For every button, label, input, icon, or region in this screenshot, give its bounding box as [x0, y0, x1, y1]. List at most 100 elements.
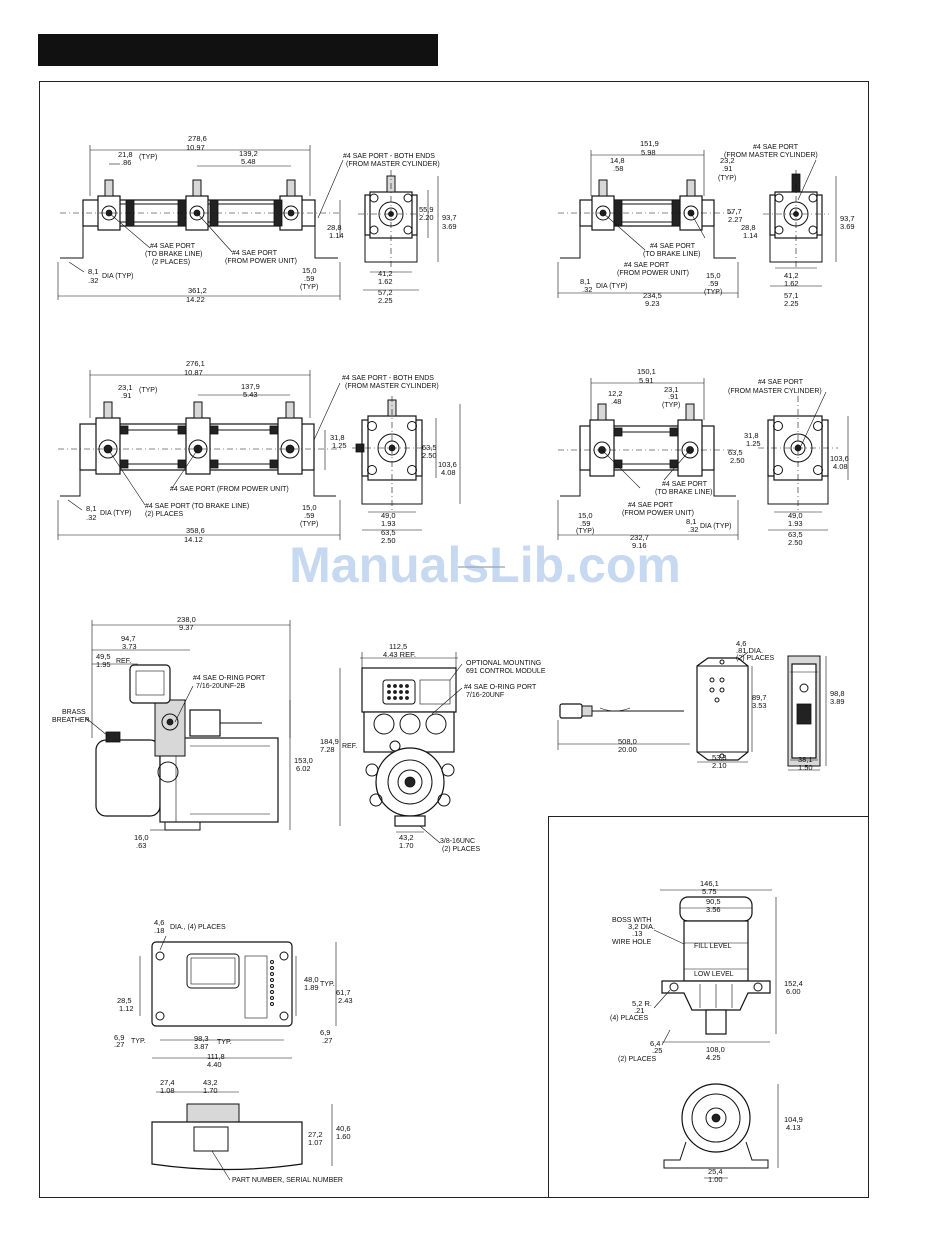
- d4-typ1: 12,2: [608, 389, 623, 398]
- d2-overall-top: 151,9: [640, 139, 659, 148]
- pf-height: 184,9: [320, 737, 339, 746]
- d1-dia: 8,1: [88, 267, 98, 276]
- control-module: [139, 935, 337, 1181]
- mod-span: 98,3: [194, 1034, 209, 1043]
- d2-foot-in: .59: [708, 279, 718, 288]
- d2-side-tot-in: 3.69: [840, 222, 855, 231]
- pf-module: 691 CONTROL MODULE: [466, 668, 546, 675]
- d4-brake-line: (TO BRAKE LINE): [655, 489, 712, 496]
- mod-top2-in: 1.70: [203, 1086, 218, 1095]
- d3-foot-typ: (TYP): [300, 521, 318, 528]
- mod-typ-3: TYP.: [217, 1039, 232, 1046]
- mod-typ-2: TYP.: [131, 1038, 146, 1045]
- valve-assembly-2: [557, 150, 837, 298]
- d1-h1: 28,8: [327, 223, 342, 232]
- mod-edge-l: 6,9: [114, 1033, 124, 1042]
- res-height-in: 6.00: [786, 987, 801, 996]
- d2-typ1: 14,8: [610, 156, 625, 165]
- pump-height: 153,0: [294, 756, 313, 765]
- d3-overall: 358,6: [186, 526, 205, 535]
- d3-side-w1: 49,0: [381, 511, 396, 520]
- d2-h2-in: 1.14: [743, 231, 758, 240]
- d4-side-w2: 63,5: [788, 530, 803, 539]
- d1-side-h: 55,9: [419, 205, 434, 214]
- pump-side-view: [85, 620, 291, 831]
- d4-port: #4 SAE PORT: [758, 379, 804, 386]
- pump-ref: REF.: [116, 658, 131, 665]
- control-module-labels: 4,6 .18 DIA., (4) PLACES 48,0 TYP. 1.89 …: [114, 918, 353, 1184]
- d4-dia: 8,1: [686, 517, 696, 526]
- d2-typ1-in: .58: [613, 164, 623, 173]
- mod-edge-r: 6,9: [320, 1028, 330, 1037]
- valve-3-labels: 276,1 10.87 23,1 (TYP) .91 137,9 5.43 #4…: [86, 359, 457, 545]
- pump-breather: BREATHER: [52, 717, 90, 724]
- d1-foot-typ: (TYP): [300, 284, 318, 291]
- d1-side-tot: 93,7: [442, 213, 457, 222]
- sw-box-h: 89,7: [752, 693, 767, 702]
- d2-typ2-in: .91: [722, 164, 732, 173]
- d4-typ1-in: .48: [611, 397, 621, 406]
- res-fill: FILL LEVEL: [694, 943, 732, 950]
- pump-overall-in: 9.37: [179, 623, 194, 632]
- res-boss4: WIRE HOLE: [612, 939, 652, 946]
- d2-brake-line: (TO BRAKE LINE): [643, 251, 700, 258]
- pump-oring-port: #4 SAE O-RING PORT: [193, 675, 266, 682]
- d2-h1-in: 2.27: [728, 215, 743, 224]
- pump-front-view: [339, 652, 463, 844]
- header-bar: [38, 34, 438, 66]
- mod-overall-in: 4.40: [207, 1060, 222, 1069]
- d2-side-w2-in: 2.25: [784, 299, 799, 308]
- d2-port: #4 SAE PORT: [753, 144, 799, 151]
- valve-assembly-1: [57, 145, 439, 300]
- d1-overall-top-in: 10.97: [186, 143, 205, 152]
- pump-overall: 238,0: [177, 615, 196, 624]
- valve-assembly-4: [557, 378, 849, 540]
- res-depth-in: 4.13: [786, 1123, 801, 1132]
- d3-foot-in: .59: [304, 511, 314, 520]
- d2-power-unit: (FROM POWER UNIT): [617, 270, 689, 277]
- d1-typ-label: (TYP): [139, 154, 157, 161]
- d1-side-w1: 41,2: [378, 269, 393, 278]
- d3-dia: 8,1: [86, 504, 96, 513]
- switch-assembly: [557, 651, 827, 771]
- d4-typ2: 23,1: [664, 385, 679, 394]
- res-width: 108,0: [706, 1045, 725, 1054]
- d2-brake-port: #4 SAE PORT: [650, 243, 696, 250]
- d1-span: 139,2: [239, 149, 258, 158]
- d1-typ1-in: .86: [121, 158, 131, 167]
- d3-side-w1-in: 1.93: [381, 519, 396, 528]
- d3-side-tot: 103,6: [438, 460, 457, 469]
- res-depth: 104,9: [784, 1115, 803, 1124]
- pump-w1-in: 3.73: [122, 642, 137, 651]
- d1-span-in: 5.48: [241, 157, 256, 166]
- d1-typ1: 21,8: [118, 150, 133, 159]
- d2-overall-in: 9.23: [645, 299, 660, 308]
- res-height: 152,4: [784, 979, 803, 988]
- d1-side-w1-in: 1.62: [378, 277, 393, 286]
- pf-width-in: 4.43 REF.: [383, 650, 416, 659]
- switch-labels: 4,6 .81 DIA. (2) PLACES 508,0 20.00 89,7…: [618, 639, 845, 772]
- d3-power-line: #4 SAE PORT (FROM POWER UNIT): [170, 486, 289, 493]
- d3-dia-label: DIA (TYP): [100, 510, 132, 517]
- d4-overall-top: 150,1: [637, 367, 656, 376]
- d3-from-master: (FROM MASTER CYLINDER): [345, 383, 439, 390]
- d1-two-places: (2 PLACES): [152, 259, 190, 266]
- mod-left-in: 1.12: [119, 1004, 134, 1013]
- d2-side-w2: 57,1: [784, 291, 799, 300]
- d4-power-unit: (FROM POWER UNIT): [622, 510, 694, 517]
- d4-typ-label: (TYP): [662, 402, 680, 409]
- d4-side-tot-in: 4.08: [833, 462, 848, 471]
- d1-overall: 361,2: [188, 286, 207, 295]
- sw-hole-in: .81 DIA.: [736, 646, 763, 655]
- res-width-in: 4.25: [706, 1053, 721, 1062]
- d3-h1: 31,8: [330, 433, 345, 442]
- d4-power-port: #4 SAE PORT: [628, 502, 674, 509]
- d4-from-master: (FROM MASTER CYLINDER): [728, 388, 822, 395]
- d1-power-unit: (FROM POWER UNIT): [225, 258, 297, 265]
- mod-left: 28,5: [117, 996, 132, 1005]
- d4-dia-in: .32: [688, 525, 698, 534]
- mod-edge-r-in: .27: [322, 1036, 332, 1045]
- pf-oring-port: #4 SAE O-RING PORT: [464, 684, 537, 691]
- pump-foot: 16,0: [134, 833, 149, 842]
- sw-box-w-in: 2.10: [712, 761, 727, 770]
